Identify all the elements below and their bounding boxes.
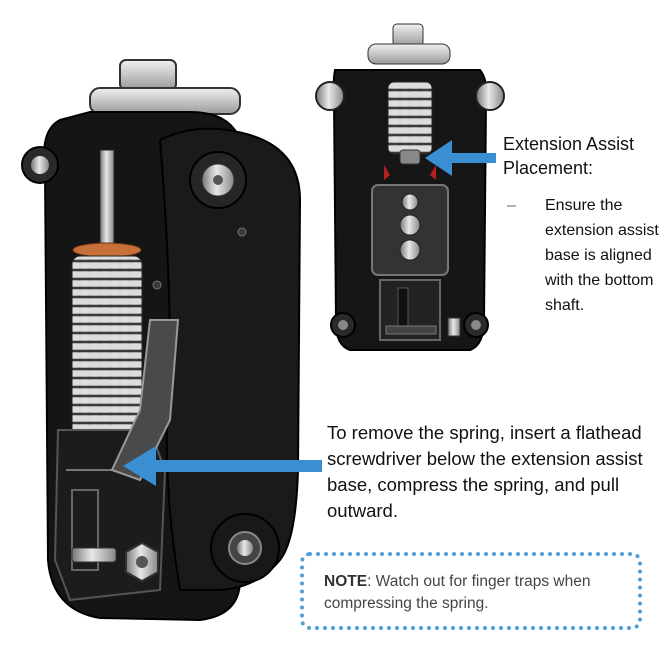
note-text: NOTE: Watch out for finger traps when co… xyxy=(324,571,624,615)
arrow-extension-assist xyxy=(425,140,496,176)
spring-washer xyxy=(72,242,142,258)
adjust-screw xyxy=(71,547,117,563)
extension-assist-title: Extension Assist Placement: xyxy=(503,134,635,178)
pyramid-adapter xyxy=(119,59,177,91)
inset-left-bolt xyxy=(315,81,345,111)
extension-assist-instruction: Ensure the extension assist base is alig… xyxy=(545,197,659,314)
note-label: NOTE xyxy=(324,573,368,590)
inset-top-adapter xyxy=(392,23,424,47)
note-body: : Watch out for finger traps when compre… xyxy=(324,573,591,612)
extension-spring xyxy=(71,255,143,437)
bullet-dash: – xyxy=(507,197,516,214)
main-knee-drawing xyxy=(21,59,302,622)
inset-knee-drawing xyxy=(315,23,505,351)
inset-right-bolt xyxy=(475,81,505,111)
remove-spring-instruction: To remove the spring, insert a flathead … xyxy=(327,422,643,521)
linkage-strut xyxy=(110,319,180,482)
inset-spring xyxy=(387,81,433,155)
spring-shaft xyxy=(99,149,115,246)
arrow-remove-spring xyxy=(123,446,322,486)
adapter-base xyxy=(89,87,241,115)
note-box: NOTE: Watch out for finger traps when co… xyxy=(300,552,642,630)
